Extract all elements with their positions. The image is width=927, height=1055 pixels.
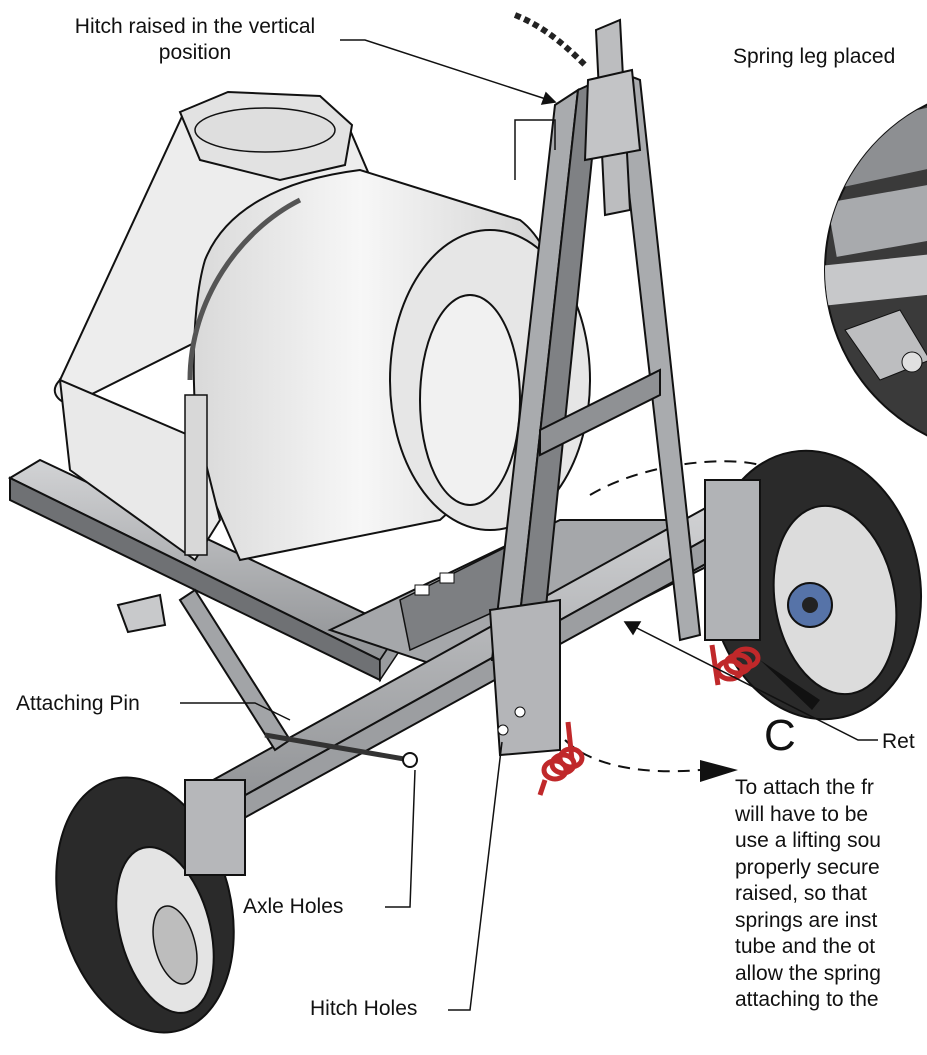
hitch-holes-label: Hitch Holes (310, 997, 418, 1020)
rotation-arc-upper (589, 460, 761, 496)
instructions-line: attaching to the (735, 988, 879, 1011)
instructions-line: springs are inst (735, 908, 878, 932)
instructions-line: To attach the fr (735, 776, 874, 799)
hitch-a-frame (488, 12, 702, 757)
spring-left (537, 721, 585, 796)
hitch-raised-label: Hitch raised in the vertical position (30, 14, 360, 66)
attaching-pin (264, 732, 418, 768)
axle-holes-label: Axle Holes (243, 895, 344, 918)
hitch-raised-label-line2: position (158, 41, 232, 64)
instructions-line: will have to be (735, 802, 869, 826)
tank (53, 90, 591, 562)
instructions-text: To attach the fr will have to be use a l… (735, 775, 927, 1014)
attaching-pin-label: Attaching Pin (16, 692, 140, 715)
hitch-raised-label-line1: Hitch raised in the vertical (74, 15, 316, 38)
ret-label: Ret (882, 730, 915, 753)
instructions-line: use a lifting sou (735, 829, 881, 852)
instructions-line: properly secure (735, 855, 880, 879)
rotation-arrow-head (700, 760, 738, 782)
rear-frame-beam (7, 458, 402, 683)
instructions-line: raised, so that (735, 882, 867, 905)
spring-leg-label: Spring leg placed (733, 45, 896, 68)
detail-view-circle (824, 89, 927, 437)
detail-letter-label: C (764, 711, 796, 760)
instructions-line: tube and the ot (735, 935, 876, 958)
leader-lines (180, 39, 878, 1011)
hitch-plate (116, 593, 167, 634)
rotation-arc-lower (564, 739, 701, 773)
left-wheel (55, 776, 246, 1034)
spring-right (709, 644, 761, 686)
instructions-line: allow the spring (735, 961, 881, 985)
right-wheel (704, 449, 923, 721)
